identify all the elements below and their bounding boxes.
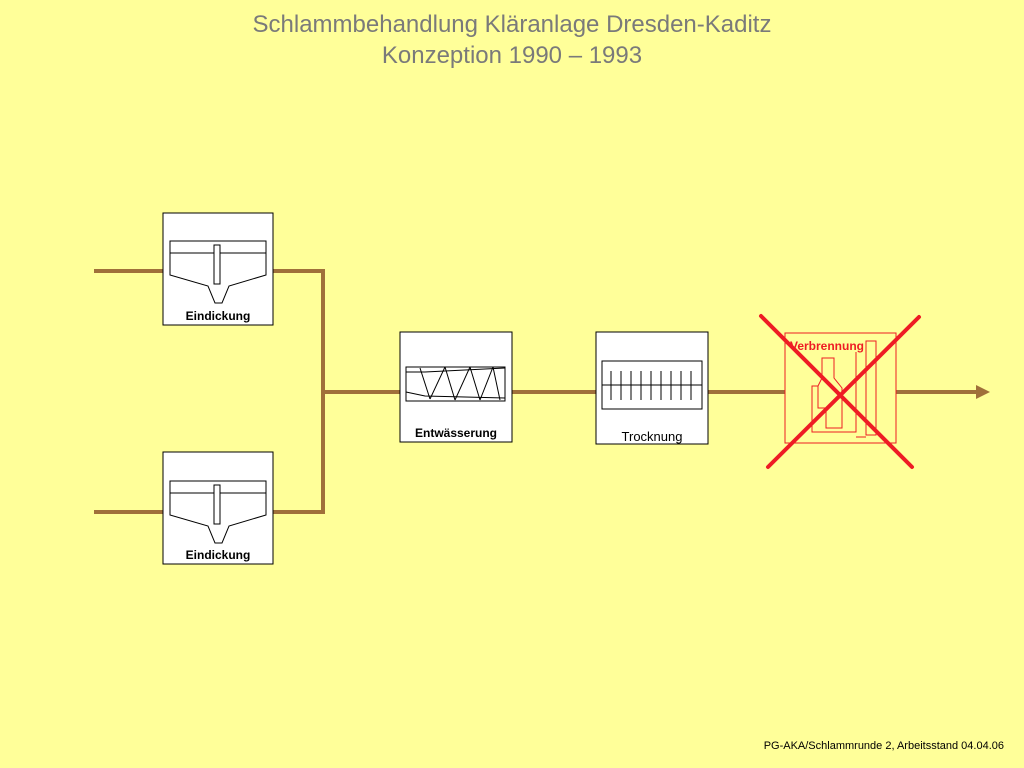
thickener-top-label: Eindickung bbox=[186, 309, 251, 323]
drying-label: Trocknung bbox=[622, 429, 683, 444]
drying-box: Trocknung bbox=[595, 331, 709, 445]
dewatering-box: Entwässerung bbox=[399, 331, 513, 443]
cross-out-mark bbox=[759, 314, 921, 469]
footer-note: PG-AKA/Schlammrunde 2, Arbeitsstand 04.0… bbox=[763, 740, 1004, 752]
thickener-bottom-box: Eindickung bbox=[162, 451, 274, 565]
title-line-1: Schlammbehandlung Kläranlage Dresden-Kad… bbox=[252, 11, 772, 38]
pipes bbox=[94, 269, 980, 514]
dewatering-label: Entwässerung bbox=[415, 426, 497, 440]
dryer-icon bbox=[601, 360, 703, 410]
incineration-label: Verbrennung bbox=[790, 339, 864, 353]
outlet-arrow-head bbox=[976, 385, 990, 399]
thickener-top-box: Eindickung bbox=[162, 212, 274, 326]
thickener-tank-icon bbox=[169, 240, 267, 304]
title-line-2: Konzeption 1990 – 1993 bbox=[381, 42, 643, 69]
incinerator-icon bbox=[811, 340, 877, 438]
screw-press-icon bbox=[405, 366, 506, 402]
thickener-bottom-label: Eindickung bbox=[186, 548, 251, 562]
thickener-tank-icon bbox=[169, 480, 267, 544]
incineration-box: Verbrennung bbox=[759, 314, 921, 469]
